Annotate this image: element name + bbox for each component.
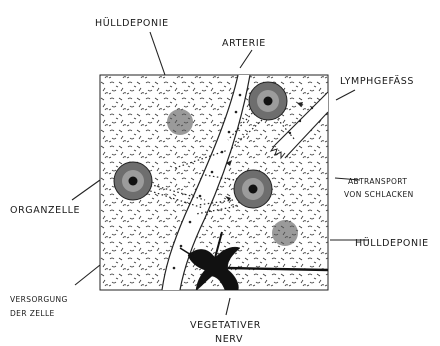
label-removal-line2: VON SCHLACKEN — [344, 190, 414, 199]
label-artery: ARTERIE — [222, 38, 266, 49]
label-supply-line1: VERSORGUNG — [10, 295, 68, 304]
label-organ-cell: ORGANZELLE — [10, 205, 80, 216]
label-right-waste: HÜLLDEPONIE — [355, 238, 429, 249]
organ-cell-left — [114, 162, 152, 200]
leader-lymph — [336, 90, 355, 100]
label-lymph: LYMPHGEFÄSS — [340, 76, 414, 87]
label-nerve-line2: NERV — [215, 334, 243, 345]
label-top-waste: HÜLLDEPONIE — [95, 18, 169, 29]
leader-organ-cell — [72, 180, 100, 200]
label-removal-line1: ABTRANSPORT — [348, 177, 407, 186]
waste-deposit-lower — [272, 220, 298, 246]
organ-cell-top — [249, 82, 287, 120]
label-nerve-line1: VEGETATIVER — [190, 320, 261, 331]
leader-top-waste — [150, 32, 165, 75]
leader-supply — [75, 265, 100, 285]
label-supply-line2: DER ZELLE — [10, 309, 55, 318]
leader-artery — [240, 50, 252, 68]
organ-cell-center — [234, 170, 272, 208]
waste-deposit-upper — [167, 109, 193, 135]
leader-nerve — [226, 298, 230, 315]
